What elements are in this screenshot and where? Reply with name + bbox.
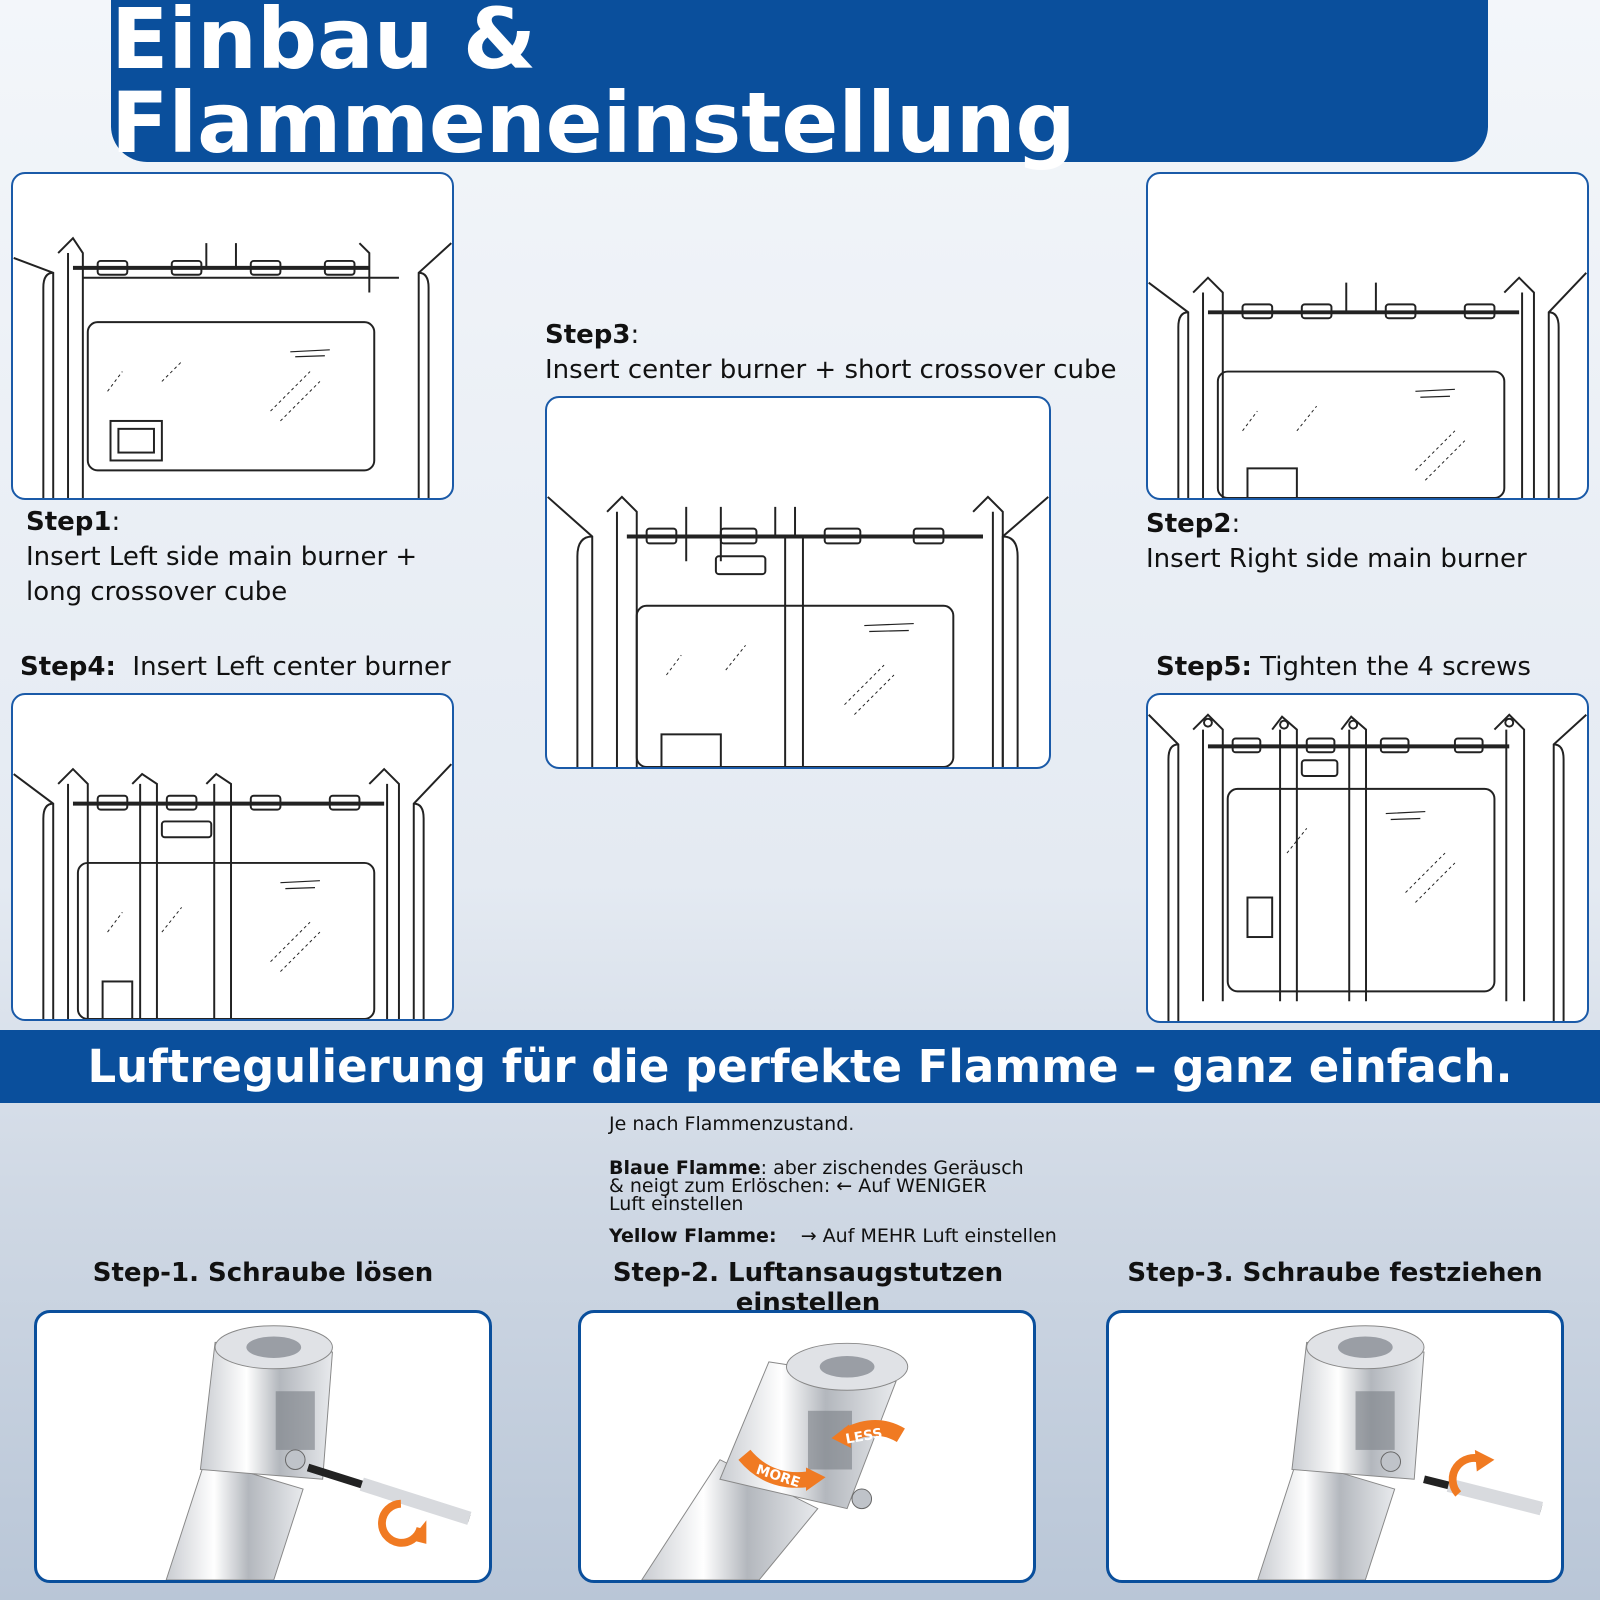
page-title: Einbau & Flammeneinstellung <box>111 0 1076 172</box>
blue-flame-text-1: : aber zischendes Geräusch <box>760 1157 1024 1179</box>
step2-sep: : <box>1231 509 1241 539</box>
burner-diagram-step2 <box>1148 272 1587 498</box>
step1-label: Step1 <box>26 507 112 537</box>
step3-text: Insert center burner + short crossover c… <box>545 355 1117 385</box>
step1-illustration <box>11 172 454 500</box>
burner-diagram-step3 <box>547 495 1049 767</box>
step4-text: Insert Left center burner <box>132 652 451 682</box>
step2-text: Insert Right side main burner <box>1146 544 1527 574</box>
burner-valve-screw-tighten-image <box>1257 1325 1544 1580</box>
notes-blue-line1: Blaue Flamme: aber zischendes Geräusch <box>609 1157 1059 1179</box>
yellow-flame-label: Yellow Flamme: <box>609 1225 777 1247</box>
step3-label: Step3 <box>545 320 631 350</box>
burner-diagram-step1 <box>13 236 452 498</box>
adjust-step3-photo <box>1106 1310 1564 1583</box>
blue-flame-text-3: Luft einstellen <box>609 1193 744 1215</box>
notes-yellow-line: Yellow Flamme: → Auf MEHR Luft einstelle… <box>609 1225 1059 1247</box>
step3-sep: : <box>630 320 640 350</box>
step1-sep: : <box>111 507 121 537</box>
adjust-step1-title: Step-1. Schraube lösen <box>92 1258 434 1288</box>
blue-flame-label: Blaue Flamme <box>609 1157 761 1179</box>
adjust-step2-title: Step-2. Luftansaugstutzen einstellen <box>612 1258 1004 1318</box>
step5-caption: Step5: Tighten the 4 screws <box>1156 650 1596 685</box>
step5-label: Step5: <box>1156 652 1252 682</box>
notes-intro: Je nach Flammenzustand. <box>609 1113 855 1135</box>
air-regulation-heading: Luftregulierung für die perfekte Flamme … <box>87 1040 1513 1093</box>
yellow-flame-text: → Auf MEHR Luft einstellen <box>800 1225 1057 1247</box>
air-regulation-banner: Luftregulierung für die perfekte Flamme … <box>0 1030 1600 1103</box>
step2-illustration <box>1146 172 1589 500</box>
burner-diagram-step5 <box>1148 713 1587 1021</box>
burner-valve-screw-loosen-image <box>165 1325 472 1580</box>
adjust-step2-photo: MORE LESS <box>578 1310 1036 1583</box>
step5-illustration <box>1146 693 1589 1023</box>
blue-flame-text-2: & neigt zum Erlöschen: ← Auf WENIGER <box>609 1175 987 1197</box>
step2-caption: Step2: Insert Right side main burner <box>1146 507 1586 577</box>
step4-caption: Step4: Insert Left center burner <box>20 650 460 685</box>
step2-label: Step2 <box>1146 509 1232 539</box>
page-header: Einbau & Flammeneinstellung <box>111 0 1488 172</box>
step4-label: Step4: <box>20 652 116 682</box>
step4-illustration <box>11 693 454 1021</box>
arrow-less-label: LESS <box>844 1426 883 1448</box>
adjust-step1-photo <box>34 1310 492 1583</box>
step5-text: Tighten the 4 screws <box>1260 652 1531 682</box>
step1-text-line2: long crossover cube <box>26 577 288 607</box>
step1-caption: Step1: Insert Left side main burner + lo… <box>26 505 456 610</box>
step1-text-line1: Insert Left side main burner + <box>26 542 418 572</box>
burner-diagram-step4 <box>13 763 452 1019</box>
step3-caption: Step3: Insert center burner + short cros… <box>545 318 1125 388</box>
step3-illustration <box>545 396 1051 769</box>
air-shutter-adjust-image: MORE LESS <box>641 1342 909 1580</box>
flame-notes: Je nach Flammenzustand. Blaue Flamme: ab… <box>609 1113 1059 1247</box>
adjust-step3-title: Step-3. Schraube festziehen <box>1127 1258 1543 1288</box>
